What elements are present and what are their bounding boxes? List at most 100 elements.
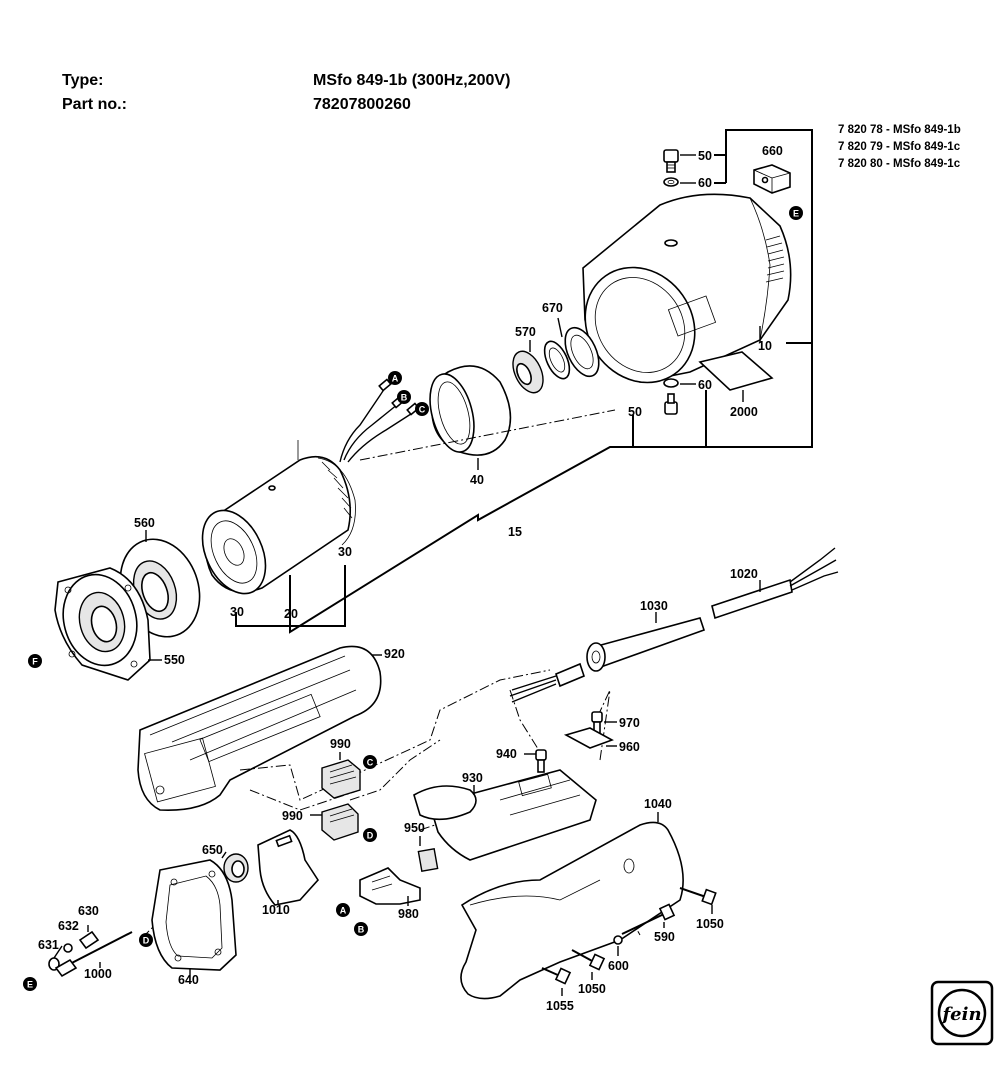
washer-600 xyxy=(613,935,623,956)
nut-631 xyxy=(48,945,63,971)
marker-d: D xyxy=(363,828,377,842)
svg-text:A: A xyxy=(392,374,399,384)
screw-1050-upper xyxy=(679,887,717,914)
grommet-650 xyxy=(221,851,249,883)
callout-30: 30 xyxy=(230,605,244,619)
callout-640: 640 xyxy=(178,973,199,987)
marker-b: B xyxy=(354,922,368,936)
marker-e: E xyxy=(23,977,37,991)
variant-item: 7 820 80 - MSfo 849-1c xyxy=(838,158,961,170)
variant-item: 7 820 79 - MSfo 849-1c xyxy=(838,141,961,153)
callout-960: 960 xyxy=(619,740,640,754)
screw-630 xyxy=(78,925,100,950)
variant-list: 7 820 78 - MSfo 849-1b 7 820 79 - MSfo 8… xyxy=(838,122,961,173)
callout-60: 60 xyxy=(698,176,712,190)
callout-labels: 50 60 660 670 570 10 60 50 2000 40 15 30… xyxy=(38,144,783,1013)
svg-text:B: B xyxy=(401,393,408,403)
svg-text:D: D xyxy=(367,831,374,841)
part-660-block xyxy=(753,164,791,194)
variant-item: 7 820 78 - MSfo 849-1b xyxy=(838,124,961,136)
callout-1020: 1020 xyxy=(730,567,758,581)
type-value: MSfo 849-1b (300Hz,200V) xyxy=(313,72,511,89)
fein-logo: fein xyxy=(930,980,994,1046)
type-label: Type: xyxy=(62,72,104,89)
callout-20: 20 xyxy=(284,607,298,621)
marker-a: A xyxy=(336,903,350,917)
callout-1050: 1050 xyxy=(578,982,606,996)
housing-cover-1040 xyxy=(460,812,684,1000)
terminal-980 xyxy=(359,867,421,906)
callout-980: 980 xyxy=(398,907,419,921)
clip-960 xyxy=(563,727,617,749)
screw-50-bottom xyxy=(664,393,678,415)
callout-60: 60 xyxy=(698,378,712,392)
callout-40: 40 xyxy=(470,473,484,487)
part-no-value: 78207800260 xyxy=(313,96,411,113)
marker-c: C xyxy=(415,402,429,416)
washer-60-bottom xyxy=(663,378,696,388)
bearing-670 xyxy=(543,317,600,380)
callout-1010: 1010 xyxy=(262,903,290,917)
callout-550: 550 xyxy=(164,653,185,667)
callout-1000: 1000 xyxy=(84,967,112,981)
callout-50: 50 xyxy=(628,405,642,419)
svg-text:D: D xyxy=(143,936,150,946)
callout-660: 660 xyxy=(762,144,783,158)
svg-text:C: C xyxy=(367,758,374,768)
marker-d: D xyxy=(139,933,153,947)
handle-housing-920 xyxy=(137,645,382,812)
callout-670: 670 xyxy=(542,301,563,315)
callout-570: 570 xyxy=(515,325,536,339)
callout-632: 632 xyxy=(58,919,79,933)
svg-text:A: A xyxy=(340,906,347,916)
callout-1050: 1050 xyxy=(696,917,724,931)
marker-c: C xyxy=(363,755,377,769)
screw-50-top xyxy=(663,149,696,173)
label-2000-plate xyxy=(698,351,774,402)
callout-1055: 1055 xyxy=(546,999,574,1013)
terminal-990-lower xyxy=(310,803,359,841)
screw-1055 xyxy=(541,967,572,996)
callout-990: 990 xyxy=(330,737,351,751)
cable-1020 xyxy=(711,547,839,620)
connection-markers: A B C E F C D A B D E xyxy=(23,206,803,991)
part-950 xyxy=(417,836,439,873)
screw-590 xyxy=(621,903,676,935)
callout-930: 930 xyxy=(462,771,483,785)
cable-inner-wires xyxy=(509,675,557,703)
callout-630: 630 xyxy=(78,904,99,918)
switch-930 xyxy=(413,769,597,861)
callout-600: 600 xyxy=(608,959,629,973)
svg-text:E: E xyxy=(793,209,799,219)
callout-940: 940 xyxy=(496,747,517,761)
callout-970: 970 xyxy=(619,716,640,730)
fan-guide-ring-40 xyxy=(429,365,512,470)
callout-950: 950 xyxy=(404,821,425,835)
callout-15: 15 xyxy=(508,525,522,539)
marker-f: F xyxy=(28,654,42,668)
logo-wordmark: fein xyxy=(940,1004,981,1025)
callout-990: 990 xyxy=(282,809,303,823)
callout-1040: 1040 xyxy=(644,797,672,811)
screw-1050-lower xyxy=(571,949,606,980)
washer-60-top xyxy=(663,177,696,187)
callout-590: 590 xyxy=(654,930,675,944)
svg-text:F: F xyxy=(32,657,38,667)
marker-e: E xyxy=(789,206,803,220)
washer-632 xyxy=(63,943,73,953)
bearing-570 xyxy=(512,340,544,394)
stator-armature-20 xyxy=(201,440,356,595)
part-no-label: Part no.: xyxy=(62,96,127,113)
svg-text:C: C xyxy=(419,405,426,415)
bearing-flange-550 xyxy=(54,567,162,681)
svg-text:E: E xyxy=(27,980,33,990)
callout-560: 560 xyxy=(134,516,155,530)
gear-housing-10 xyxy=(582,193,792,384)
marker-a: A xyxy=(388,371,402,385)
group-bracket-lines xyxy=(235,129,813,634)
screw-940 xyxy=(524,749,547,773)
callout-920: 920 xyxy=(384,647,405,661)
terminal-990-upper xyxy=(321,752,361,799)
callout-650: 650 xyxy=(202,843,223,857)
